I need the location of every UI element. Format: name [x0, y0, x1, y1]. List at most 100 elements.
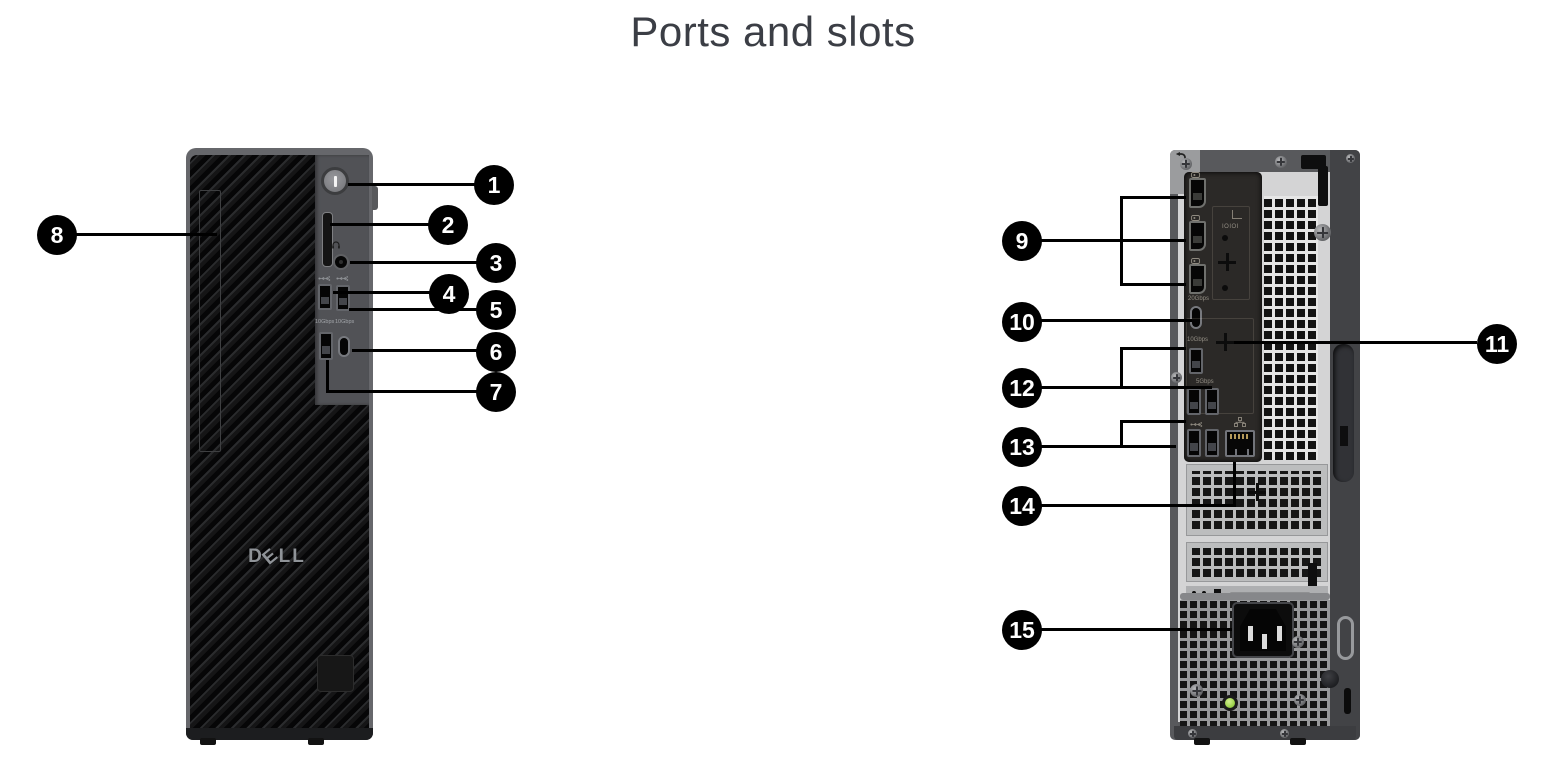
callout-9: 9 — [1002, 221, 1042, 261]
leader-line-12 — [1120, 347, 1186, 350]
ethernet-icon — [1234, 417, 1246, 427]
serial-port-label: IOIOI — [1222, 224, 1239, 230]
screw — [1275, 156, 1287, 168]
power-prong — [1248, 626, 1253, 641]
leader-line-9 — [1120, 196, 1186, 199]
dell-logo: DELL — [242, 544, 312, 570]
callout-13: 13 — [1002, 427, 1042, 467]
screw — [1190, 684, 1203, 697]
callout-8: 8 — [37, 215, 77, 255]
usb-2-port-1 — [1187, 429, 1201, 457]
callout-6: 6 — [476, 332, 516, 372]
usb-c-20gbps-port — [1190, 306, 1202, 329]
page-title: Ports and slots — [630, 8, 916, 55]
usb-2-port-left — [318, 284, 332, 310]
leader-line-3 — [350, 261, 478, 264]
screw — [1314, 224, 1331, 241]
usb-2-port-2 — [1205, 429, 1219, 457]
expansion-slot-2 — [1186, 542, 1328, 582]
screw — [1188, 729, 1197, 738]
power-supply-unit — [1180, 600, 1330, 728]
leader-line-15 — [1040, 628, 1232, 631]
displayport-icon — [1191, 215, 1200, 221]
callout-12: 12 — [1002, 368, 1042, 408]
power-prong — [1277, 626, 1282, 641]
power-prong — [1262, 634, 1267, 649]
usb-3-port — [319, 332, 333, 360]
slot-vent — [1192, 471, 1322, 529]
knockout-hole — [1222, 285, 1228, 291]
padlock-slot — [1301, 155, 1326, 169]
usb-10gbps-port — [1189, 348, 1203, 374]
leader-line-12 — [1120, 347, 1123, 389]
rear-base — [1174, 726, 1356, 740]
logo-letter: L — [292, 546, 306, 567]
callout-3: 3 — [476, 243, 516, 283]
power-icon — [333, 175, 337, 187]
callout-15: 15 — [1002, 610, 1042, 650]
leader-line-9 — [1120, 283, 1186, 286]
callout-14: 14 — [1002, 486, 1042, 526]
slot-screw-mark — [1248, 483, 1266, 501]
thumbscrew — [1321, 670, 1339, 688]
padlock-ring — [1337, 616, 1354, 660]
foot — [1290, 738, 1306, 745]
leader-line-6 — [352, 349, 478, 352]
plus-knockout-mark — [1218, 253, 1236, 271]
screw — [1280, 729, 1289, 738]
leader-line-13 — [1120, 420, 1186, 423]
usb-icon — [318, 275, 331, 282]
knockout-hole — [1222, 235, 1228, 241]
usb-5gbps-label: 5Gbps — [1196, 379, 1214, 385]
serial-knockout-outline — [1212, 206, 1250, 300]
usb-c-speed-label: 20Gbps — [1188, 296, 1210, 302]
front-view-illustration: 10Gbps 10Gbps DELL — [186, 148, 378, 745]
handle-indent — [1333, 344, 1354, 482]
leader-line-9 — [1120, 196, 1123, 286]
callout-10: 10 — [1002, 302, 1042, 342]
callout-7: 7 — [476, 372, 516, 412]
callout-5: 5 — [476, 290, 516, 330]
leader-line-10 — [1040, 319, 1192, 322]
vent-grid — [1264, 196, 1318, 460]
logo-letter: L — [278, 546, 293, 567]
screw — [1294, 694, 1306, 706]
alignment-mark — [1232, 210, 1242, 219]
foot — [200, 738, 216, 745]
leader-line-8 — [75, 233, 217, 236]
callout-4: 4 — [429, 274, 469, 314]
logo-letter: D — [248, 546, 264, 567]
usb-icon — [1190, 421, 1203, 428]
side-latch — [372, 186, 378, 210]
leader-line-7 — [326, 360, 329, 391]
screw — [1346, 154, 1355, 163]
slot-vent — [1192, 548, 1322, 577]
displayport-icon — [1191, 258, 1200, 264]
usb-a-speed-label: 10Gbps — [315, 319, 335, 325]
headset-jack — [333, 254, 349, 270]
screw — [1180, 158, 1192, 170]
displayport-2 — [1189, 221, 1206, 251]
callout-1: 1 — [474, 165, 514, 205]
usb-5gbps-port-2 — [1205, 388, 1219, 415]
rear-notch — [1318, 166, 1328, 206]
leader-line-11 — [1234, 341, 1477, 344]
leader-line-9 — [1040, 239, 1186, 242]
rear-view-illustration: IOIOI 20Gbps 10Gbps 5Gbps — [1170, 150, 1360, 745]
usb-c-port — [338, 336, 350, 357]
displayport-3 — [1189, 264, 1206, 294]
leader-line-13 — [1120, 420, 1123, 448]
callout-11: 11 — [1477, 324, 1517, 364]
usb-c-speed-label: 10Gbps — [335, 319, 355, 325]
screw — [1171, 372, 1182, 383]
optical-drive-slot — [199, 190, 221, 452]
leader-line-5 — [349, 308, 478, 311]
plus-knockout-mark — [1216, 333, 1234, 351]
leader-line-13 — [1040, 445, 1176, 448]
displayport-icon — [1191, 172, 1200, 178]
usb-5gbps-port-1 — [1187, 388, 1201, 415]
sd-card-slot — [322, 212, 333, 267]
leader-line-14 — [1233, 462, 1236, 507]
displayport-1 — [1189, 178, 1206, 208]
